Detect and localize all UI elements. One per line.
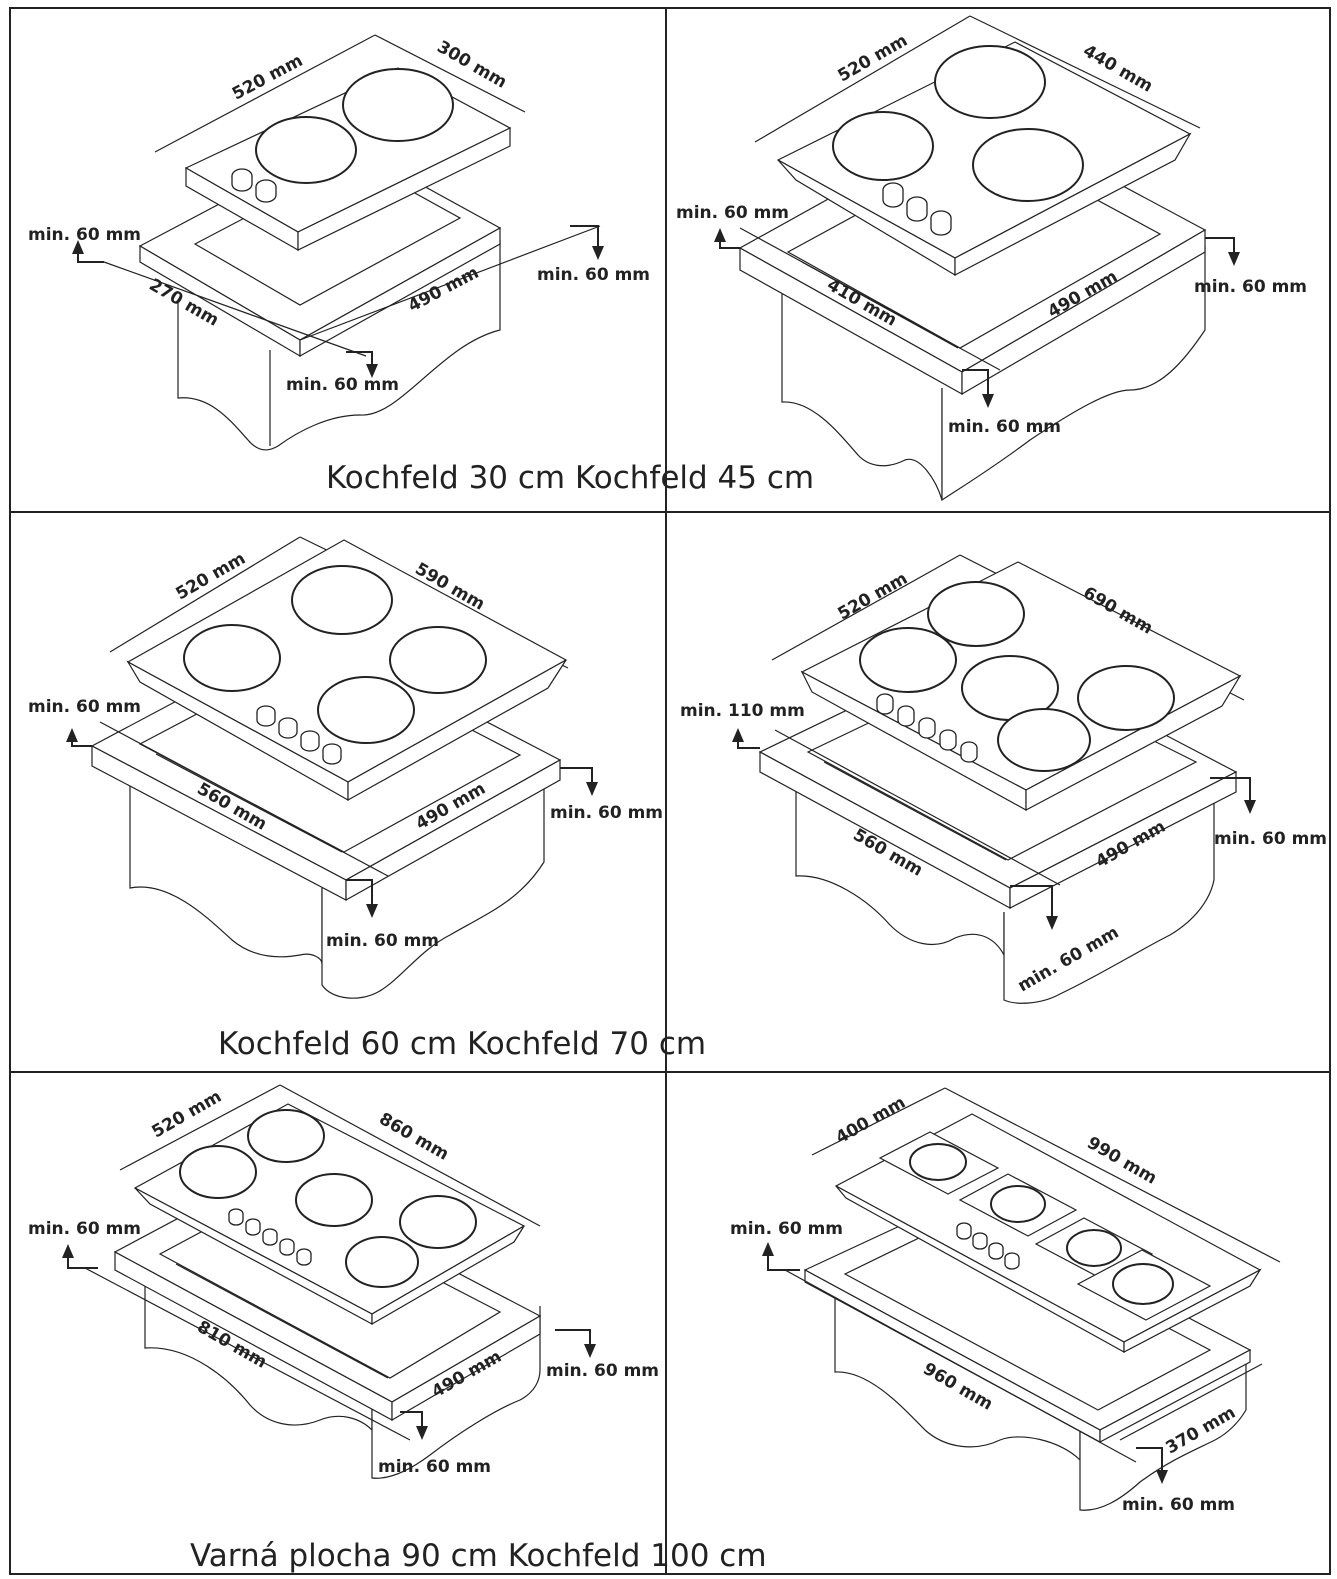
knob-group [876, 693, 978, 763]
min-left-label: min. 60 mm [676, 203, 789, 223]
panel-kochfeld-30: 520 mm 300 mm 270 mm 490 mm min. 60 mm m… [28, 34, 650, 451]
caption-row-2: Kochfeld 60 cm Kochfeld 70 cm [218, 1026, 706, 1062]
caption-row-3: Varná plocha 90 cm Kochfeld 100 cm [190, 1538, 767, 1574]
panel-kochfeld-60: 520 mm 590 mm 560 mm 490 mm min. 60 mm m… [28, 536, 663, 999]
min-left-label: min. 60 mm [28, 1219, 141, 1239]
min-front-label: min. 60 mm [1122, 1495, 1235, 1515]
caption-row-1: Kochfeld 30 cm Kochfeld 45 cm [326, 460, 814, 496]
knob-group [231, 168, 277, 203]
dim-depth: 520 mm [173, 549, 250, 605]
min-front-label: min. 60 mm [286, 375, 399, 395]
grid-frame [9, 7, 1331, 1575]
min-left-label: min. 110 mm [680, 701, 805, 721]
knob-group [956, 1222, 1020, 1270]
panel-kochfeld-100: 400 mm 990 mm 960 mm 370 mm min. 60 mm m… [730, 1087, 1281, 1515]
dim-depth: 520 mm [835, 31, 912, 87]
panel-kochfeld-70: 520 mm 690 mm 560 mm 490 mm min. 110 mm … [680, 554, 1327, 1004]
dim-depth: 400 mm [833, 1093, 910, 1149]
min-front-label: min. 60 mm [948, 417, 1061, 437]
min-right-label: min. 60 mm [550, 803, 663, 823]
dim-depth: 520 mm [835, 569, 912, 625]
panel-kochfeld-90: 520 mm 860 mm 810 mm 490 mm min. 60 mm m… [28, 1084, 659, 1479]
panel-kochfeld-45: 520 mm 440 mm 410 mm 490 mm min. 60 mm m… [676, 15, 1307, 502]
min-front-label: min. 60 mm [326, 931, 439, 951]
knob-group [256, 705, 342, 765]
min-left-label: min. 60 mm [28, 225, 141, 245]
min-right-label: min. 60 mm [1194, 277, 1307, 297]
min-right-label: min. 60 mm [537, 265, 650, 285]
min-front-label: min. 60 mm [378, 1457, 491, 1477]
min-left-label: min. 60 mm [28, 697, 141, 717]
knob-group [228, 1208, 312, 1266]
min-right-label: min. 60 mm [546, 1361, 659, 1381]
min-right-label: min. 60 mm [1214, 829, 1327, 849]
min-left-label: min. 60 mm [730, 1219, 843, 1239]
knob-group [882, 182, 952, 236]
